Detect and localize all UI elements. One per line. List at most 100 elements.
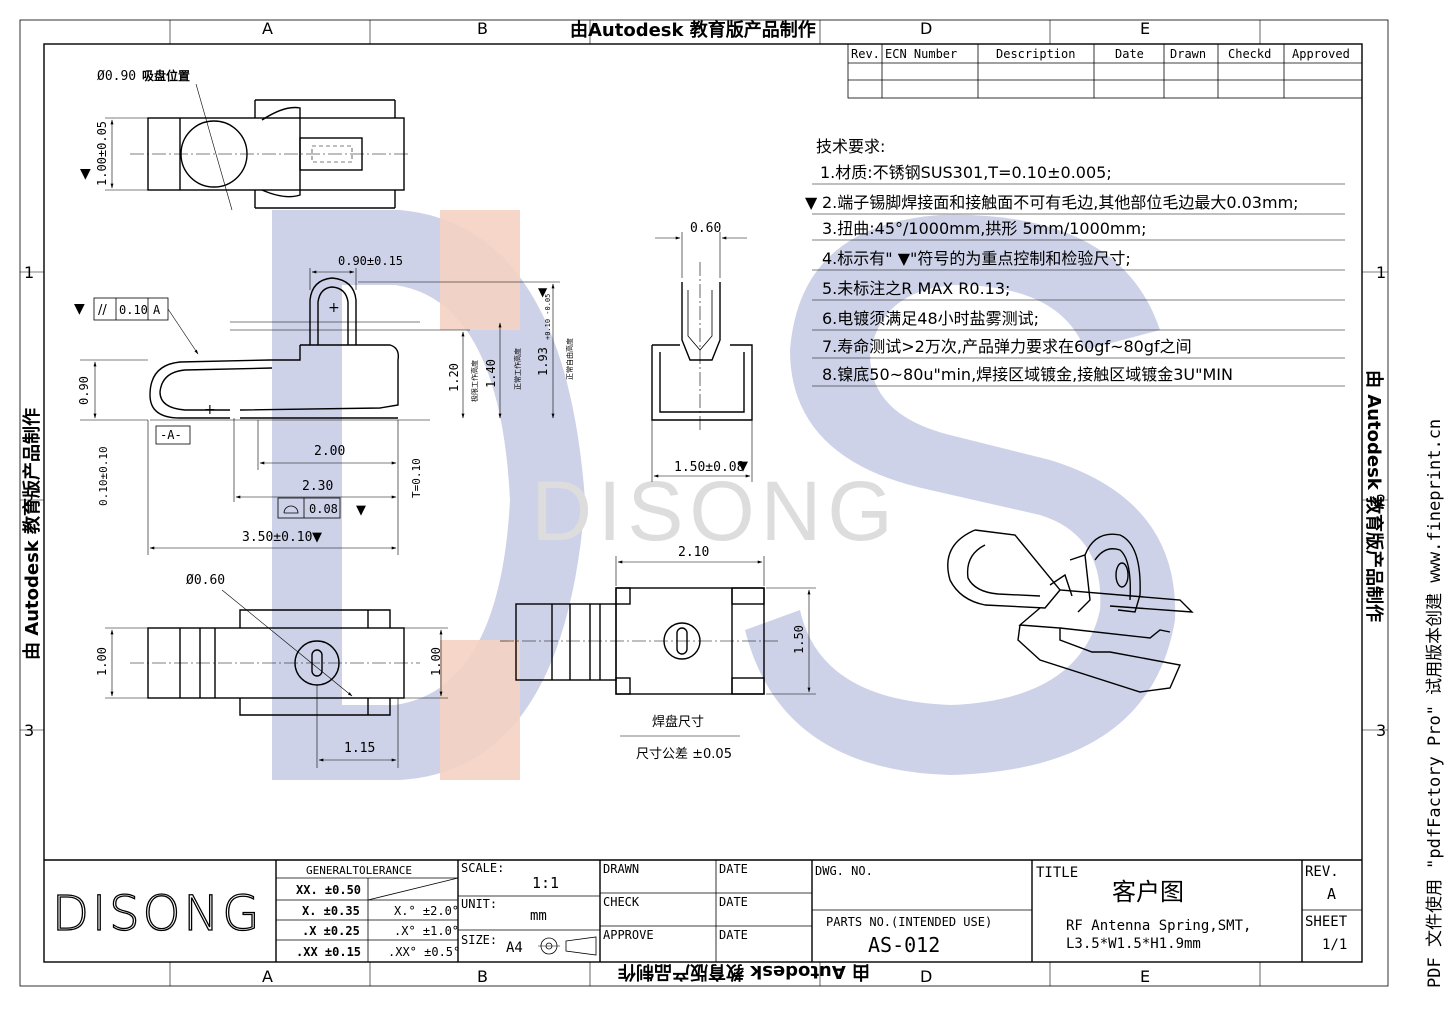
pdf-factory-notice: PDF 文件使用 "pdfFactory Pro" 试用版本创建 www.fin… [1424,419,1445,988]
zone-col-a-top: A [262,19,273,38]
pad-tolerance: 尺寸公差 ±0.05 [636,747,732,762]
zone-row-1-left: 1 [24,263,34,282]
tech-req-item-4: 4.标示有" ▼"符号的为重点控制和检验尺寸; [822,249,1131,268]
bottom-dim-dia: Ø0.60 [186,573,225,588]
autodesk-top-banner: 由Autodesk 教育版产品制作 [570,19,816,41]
dim-thickness: T=0.10 [410,458,423,498]
rev-col-date: Date [1115,47,1144,61]
zone-col-d-top: D [920,19,932,38]
description-line-1: RF Antenna Spring,SMT, [1066,918,1251,934]
dim-193: 1.93 [536,347,550,376]
dim-193-tol: +0.10 -0.05 [544,294,552,340]
tech-req-item-8: 8.镍底50~80u"min,焊接区域镀金,接触区域镀金3U"MIN [822,365,1233,384]
zone-col-a-bottom: A [262,967,273,986]
parallelism-datum: A [153,303,161,317]
bottom-dim-100-left: 1.00 [95,647,109,676]
sheet-label: SHEET [1305,914,1348,930]
company-logo: DISONG [52,886,262,942]
gen-tol-ang-3: .XX° ±0.5° [388,945,460,959]
rev-col-description: Description [996,47,1075,61]
pad-dim-210: 2.10 [678,545,709,560]
dim-010-010: 0.10±0.10 [97,446,110,506]
technical-requirements: 技术要求: 1.材质:不锈钢SUS301,T=0.10±0.005; ▼ 2.端… [805,137,1345,387]
dim-top-height: 1.00±0.05 [95,121,109,186]
rev-col-rev: Rev. [851,47,880,61]
svg-text:+: + [204,402,216,418]
side-dim-060: 0.60 [690,221,721,236]
solder-pad-view: 2.10 1.50 焊盘尺寸 尺寸公差 ±0.05 [500,545,816,762]
tech-req-item-1: 1.材质:不锈钢SUS301,T=0.10±0.005; [820,163,1112,182]
pad-title: 焊盘尺寸 [652,714,704,730]
key-mark-icon: ▼ [74,301,85,317]
key-mark-icon: ▼ [356,503,366,518]
dim-140-note: 正常工作高度 [513,348,522,390]
top-view: 1.00±0.05 ▼ Ø0.90 吸盘位置 [80,68,410,211]
isometric-view [947,529,1194,693]
gen-tol-row-3: .X ±0.25 [302,924,360,938]
zone-col-b-top: B [477,19,488,38]
check-label: CHECK [603,895,640,909]
zone-col-e-bottom: E [1140,967,1150,986]
zone-row-3-right: 3 [1376,721,1386,740]
parallelism-symbol: // [98,303,107,318]
bottom-view: 1.00 1.00 Ø0.60 1.15 [95,573,448,768]
size-label: SIZE: [461,933,497,947]
profile-symbol-icon [283,505,299,514]
dim-140: 1.40 [484,359,498,388]
outer-border [19,19,1389,987]
dim-230: 2.30 [302,479,333,494]
tech-req-item-5: 5.未标注之R MAX R0.13; [822,279,1010,298]
disong-watermark-logo: DISONG [272,210,1176,780]
tech-req-title: 技术要求: [816,137,885,156]
rev-col-checkd: Checkd [1228,47,1271,61]
suction-position-label: 吸盘位置 [142,68,190,83]
parallelism-tolerance: 0.10 [119,303,148,317]
zone-row-3-left: 3 [24,721,34,740]
key-mark-icon: ▼ [80,166,91,182]
description-line-2: L3.5*W1.5*H1.9mm [1066,936,1201,952]
drawn-label: DRAWN [603,862,639,876]
scale-value: 1:1 [532,874,559,892]
check-date-label: DATE [719,895,748,909]
sheet-value: 1/1 [1322,937,1347,953]
gen-tol-title: GENERALTOLERANCE [306,864,412,877]
key-mark-icon: ▼ [538,285,548,299]
tech-req-item-7: 7.寿命测试>2万次,产品弹力要求在60gf~80gf之间 [822,337,1192,356]
datum-a-box [155,425,191,445]
dim-193-note: 正常自由高度 [565,338,574,380]
pad-dim-150: 1.50 [792,625,806,654]
watermark-logo-text: DISONG [531,464,898,558]
gen-tol-row-4: .XX ±0.15 [296,945,361,959]
rev-value: A [1327,885,1336,903]
unit-label: UNIT: [461,897,497,911]
scale-label: SCALE: [461,861,504,875]
tech-req-item-6: 6.电镀须满足48小时盐雾测试; [822,309,1039,328]
inner-border [43,43,1363,963]
tech-req-item-3: 3.扭曲:45°/1000mm,拱形 5mm/1000mm; [822,219,1147,238]
approve-label: APPROVE [603,928,654,942]
autodesk-left-banner: 由 Autodesk 教育版产品制作 [21,408,43,660]
front-view: + + 0.90 0.90±0.15 ▼ // 0.10 A -A- 1.20 … [74,254,574,555]
dim-suction-dia: Ø0.90 [97,69,136,84]
approve-date-label: DATE [719,928,748,942]
flatness-tolerance: 0.08 [309,502,338,516]
gen-tol-row-2: X. ±0.35 [302,904,360,918]
dim-350: 3.50±0.10 [242,530,312,545]
svg-text:+: + [328,300,340,316]
size-value: A4 [506,940,523,956]
rev-label: REV. [1305,864,1339,880]
zone-row-1-right: 1 [1376,263,1386,282]
flatness-frame [277,497,341,519]
dim-120: 1.20 [447,363,461,392]
zone-col-b-bottom: B [477,967,488,986]
dim-090-015: 0.90±0.15 [338,254,403,268]
zone-col-e-top: E [1140,19,1150,38]
rev-col-approved: Approved [1292,47,1350,61]
bottom-dim-100-right: 1.00 [429,647,443,676]
datum-a-label: -A- [160,428,182,442]
title-label: TITLE [1036,865,1078,881]
key-mark-icon: ▼ [738,459,748,474]
zone-col-d-bottom: D [920,967,932,986]
key-mark-icon: ▼ [805,193,818,212]
